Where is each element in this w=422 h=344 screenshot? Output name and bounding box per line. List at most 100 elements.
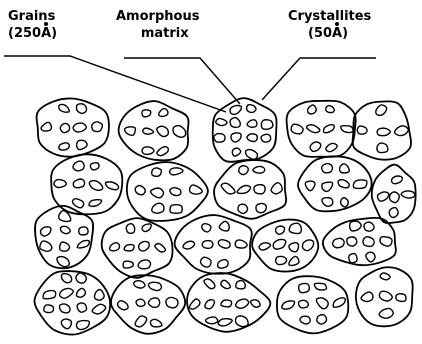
crystallite-loop [272, 237, 288, 252]
crystallite-loop [280, 299, 296, 312]
crystallite-loop [234, 239, 247, 249]
crystallite-loop [150, 187, 164, 198]
crystallite-loop [394, 125, 410, 137]
crystallite-loop [303, 179, 316, 192]
crystallites-leader-line [262, 58, 376, 100]
crystallite-loop [322, 123, 336, 135]
crystallite-loop [76, 140, 87, 150]
crystallite-loop [149, 318, 162, 329]
crystallite-loop [357, 126, 367, 135]
crystallite-loop [246, 119, 257, 128]
crystallite-loop [331, 296, 347, 310]
crystallite-loop [72, 160, 86, 172]
grains-layer [35, 98, 416, 334]
crystallite-loop [396, 294, 406, 302]
crystallite-loop [202, 277, 216, 290]
crystallite-loop [169, 186, 182, 196]
crystallite-loop [320, 179, 335, 193]
crystallite-loop [41, 288, 57, 302]
crystallite-loop [376, 142, 390, 155]
crystallite-loop [401, 190, 416, 198]
crystallite-loop [200, 222, 212, 233]
crystallite-loop [391, 175, 404, 185]
crystallite-loop [104, 180, 119, 191]
crystallite-loop [300, 316, 311, 324]
crystallite-loop [88, 179, 105, 193]
crystallite-loop [217, 238, 231, 249]
crystallite-loop [316, 314, 327, 325]
crystallite-loop [202, 241, 213, 249]
crystallite-loop [57, 103, 71, 115]
crystallite-loop [88, 197, 103, 208]
crystallite-loop [219, 181, 237, 195]
crystallite-loop [142, 128, 154, 135]
crystallite-loop [59, 225, 71, 235]
crystallite-loop [274, 225, 286, 236]
crystallite-loop [134, 185, 146, 196]
crystallite-loop [352, 177, 369, 192]
crystallite-loop [216, 258, 229, 270]
crystallite-loop [291, 124, 304, 135]
crystallite-loop [275, 256, 287, 265]
crystallite-loop [360, 291, 374, 303]
crystallite-loop [306, 104, 318, 115]
leader-lines [4, 56, 376, 112]
crystallite-loop [244, 148, 259, 161]
crystallite-loop [261, 119, 274, 130]
crystallite-loop [40, 122, 52, 133]
crystallite-loop [182, 240, 195, 250]
crystallite-loop [325, 105, 336, 114]
crystallite-loop [77, 225, 89, 237]
crystallite-loop [60, 317, 73, 330]
crystallite-loop [133, 314, 149, 329]
crystallite-loop [58, 142, 70, 151]
crystallite-loop [269, 182, 283, 196]
crystallite-loop [55, 254, 71, 268]
crystallite-loop [325, 142, 338, 152]
crystallite-loop [76, 301, 88, 313]
crystallite-loop [169, 167, 183, 175]
crystallite-loop [340, 123, 355, 134]
grain-outline [127, 162, 208, 221]
crystallite-loop [137, 239, 151, 252]
crystallite-loop [123, 243, 135, 253]
crystallite-loop [309, 140, 323, 152]
crystallite-loop [133, 280, 146, 289]
crystallite-loop [39, 240, 54, 253]
crystallite-loop [148, 281, 163, 292]
crystallite-loop [260, 133, 271, 143]
crystallite-loop [58, 287, 74, 300]
crystallite-loop [150, 202, 165, 216]
crystallite-loop [345, 235, 358, 247]
crystallite-loop [59, 122, 71, 134]
crystallite-loop [205, 317, 217, 324]
crystallite-loop [57, 209, 73, 224]
crystallite-loop [288, 242, 299, 253]
crystallite-loop [71, 198, 84, 209]
crystallite-loop [376, 190, 390, 202]
crystallite-loop [157, 107, 169, 118]
crystallite-loop [321, 163, 332, 173]
grain-outline [102, 218, 173, 278]
grain-outline [353, 101, 411, 159]
crystallite-loop [314, 295, 330, 310]
crystallite-loop [155, 124, 170, 138]
crystallite-loop [141, 222, 153, 233]
crystallite-loop [287, 256, 300, 268]
crystallite-loop [313, 281, 328, 292]
crystallite-loop [246, 104, 256, 112]
crystallite-loop [349, 221, 362, 232]
crystallite-loop [253, 166, 265, 173]
crystallite-loop [74, 102, 88, 116]
crystallite-loop [377, 128, 390, 135]
crystallite-loop [247, 134, 258, 142]
crystallite-loop [93, 288, 106, 302]
crystallite-loop [125, 223, 135, 234]
crystallite-loop [228, 116, 242, 130]
crystallite-loop [338, 163, 351, 176]
crystallite-loop [298, 283, 310, 293]
crystallite-loop [379, 308, 394, 319]
crystallite-loop [164, 296, 179, 310]
